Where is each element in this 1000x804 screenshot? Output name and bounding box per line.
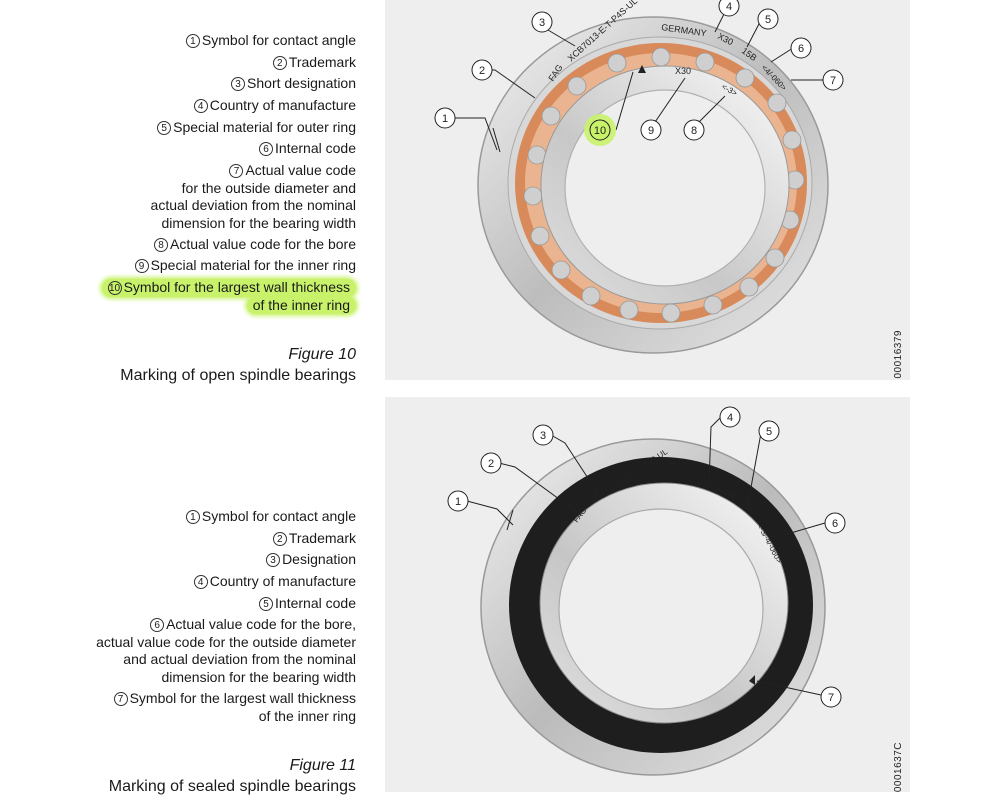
svg-text:4: 4 bbox=[726, 1, 732, 13]
figure-title: Marking of open spindle bearings bbox=[120, 367, 356, 384]
callout-number: 7 bbox=[113, 692, 128, 706]
svg-text:8: 8 bbox=[691, 125, 697, 137]
figure10-caption: Figure 10 Marking of open spindle bearin… bbox=[120, 344, 356, 386]
legend-text: actual value code for the outside diamet… bbox=[96, 633, 356, 650]
legend-text: Actual value code bbox=[245, 162, 356, 178]
figure11-caption: Figure 11 Marking of sealed spindle bear… bbox=[109, 755, 356, 797]
callout-number: 3 bbox=[231, 77, 246, 91]
legend-text: Symbol for the largest wall thickness bbox=[123, 279, 350, 295]
callout-number: 10 bbox=[107, 281, 122, 295]
svg-text:1: 1 bbox=[442, 113, 448, 125]
inner-ring-material: X30 bbox=[675, 66, 691, 76]
image-code: 0001637C bbox=[893, 742, 904, 793]
figure11-image: FAG B7013-E-2RSD-T-P4S-UL GERMANY 15B <-… bbox=[385, 397, 910, 792]
svg-text:6: 6 bbox=[798, 43, 804, 55]
callout-number: 5 bbox=[259, 597, 274, 611]
callout-number: 2 bbox=[272, 532, 287, 546]
callout-number: 6 bbox=[150, 618, 165, 632]
svg-text:5: 5 bbox=[765, 14, 771, 26]
open-bearing-illustration: FAG XCB7013-E-T-P4S-UL GERMANY X30 15B <… bbox=[434, 0, 844, 354]
callout-number: 7 bbox=[229, 164, 244, 178]
svg-text:7: 7 bbox=[830, 75, 836, 87]
legend-text: for the outside diameter and bbox=[181, 179, 356, 196]
legend-text: Actual value code for the bore bbox=[169, 236, 356, 252]
legend-text: actual deviation from the nominal bbox=[150, 197, 356, 213]
svg-text:1: 1 bbox=[455, 496, 461, 508]
figure10-image: FAG XCB7013-E-T-P4S-UL GERMANY X30 15B <… bbox=[385, 0, 910, 380]
callout-number: 3 bbox=[266, 553, 281, 567]
legend-text: Symbol for contact angle bbox=[201, 32, 356, 48]
legend-text: Special material for outer ring bbox=[173, 119, 356, 135]
callout-number: 6 bbox=[259, 142, 274, 156]
legend-text: Trademark bbox=[288, 54, 356, 70]
legend-text: Designation bbox=[282, 551, 356, 567]
legend-text: dimension for the bearing width bbox=[161, 668, 356, 685]
callout-markers: 1 2 3 4 5 6 7 8 9 10 bbox=[434, 0, 844, 146]
svg-text:4: 4 bbox=[727, 412, 733, 424]
callout-number: 4 bbox=[193, 575, 208, 589]
legend-text: Short designation bbox=[247, 75, 356, 91]
svg-text:6: 6 bbox=[832, 518, 838, 530]
wall-thickness-triangle bbox=[638, 65, 646, 73]
svg-text:3: 3 bbox=[540, 430, 546, 442]
legend-text: dimension for the bearing width bbox=[161, 214, 356, 231]
figure-title: Marking of sealed spindle bearings bbox=[108, 778, 356, 795]
figure-label: Figure 10 bbox=[288, 346, 356, 363]
svg-text:2: 2 bbox=[488, 458, 494, 470]
callout-number: 1 bbox=[185, 510, 200, 524]
wall-thickness-triangle bbox=[749, 675, 755, 685]
callout-markers: 1 2 3 4 5 6 7 bbox=[447, 406, 846, 708]
legend-text: Country of manufacture bbox=[209, 97, 356, 113]
svg-text:7: 7 bbox=[828, 692, 834, 704]
callout-number: 1 bbox=[185, 34, 200, 48]
legend-text: Trademark bbox=[288, 530, 356, 546]
svg-text:3: 3 bbox=[539, 17, 545, 29]
legend-text: and actual deviation from the nominal bbox=[123, 651, 356, 667]
legend-text: of the inner ring bbox=[258, 707, 356, 724]
legend-text: Special material for the inner ring bbox=[150, 257, 356, 273]
legend-text: Actual value code for the bore, bbox=[166, 616, 356, 632]
callout-number: 8 bbox=[153, 238, 168, 252]
svg-text:5: 5 bbox=[766, 426, 772, 438]
legend-text: Country of manufacture bbox=[209, 573, 356, 589]
svg-text:10: 10 bbox=[594, 125, 606, 137]
svg-text:9: 9 bbox=[648, 125, 654, 137]
legend-text: Internal code bbox=[275, 140, 356, 156]
sealed-bearing-illustration: FAG B7013-E-2RSD-T-P4S-UL GERMANY 15B <-… bbox=[447, 406, 846, 776]
callout-number: 5 bbox=[157, 121, 172, 135]
image-code: 00016379 bbox=[893, 330, 904, 379]
callout-number: 2 bbox=[272, 56, 287, 70]
figure-label: Figure 11 bbox=[289, 757, 356, 774]
legend-text: of the inner ring bbox=[246, 296, 356, 314]
callout-number: 4 bbox=[193, 99, 208, 113]
legend-text: Symbol for the largest wall thickness bbox=[129, 690, 356, 706]
rolling-balls bbox=[523, 47, 805, 323]
callout-number: 9 bbox=[134, 259, 149, 273]
legend-text: Symbol for contact angle bbox=[201, 508, 356, 524]
legend-text: Internal code bbox=[275, 595, 356, 611]
svg-text:2: 2 bbox=[479, 65, 485, 77]
